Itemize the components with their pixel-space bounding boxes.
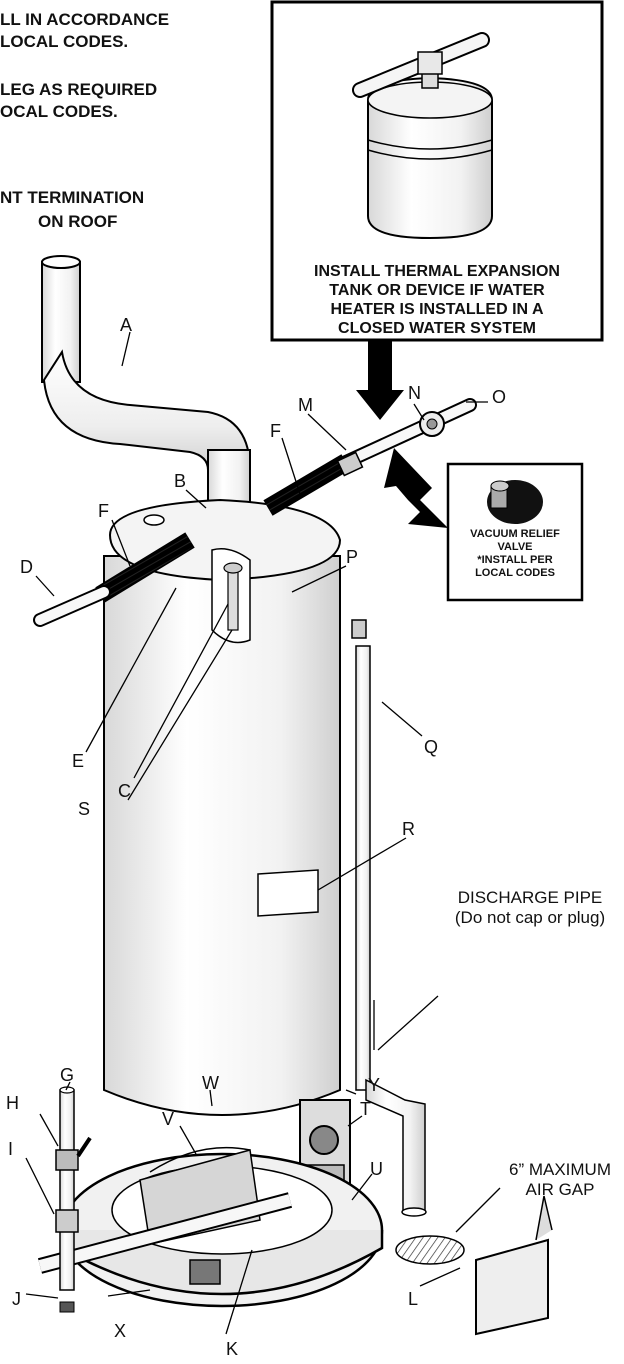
- label-m: M: [298, 395, 313, 415]
- label-v: V: [162, 1109, 175, 1129]
- label-o: O: [492, 387, 507, 407]
- note-line-2: LOCAL CODES.: [0, 32, 129, 51]
- label-d: D: [20, 557, 33, 577]
- label-t: T: [360, 1099, 371, 1119]
- vacuum-relief-caption: VACUUM RELIEF VALVE *INSTALL PER LOCAL C…: [450, 528, 580, 580]
- label-h: H: [6, 1093, 19, 1113]
- note-line-4: OCAL CODES.: [0, 102, 118, 121]
- label-s: S: [78, 799, 91, 819]
- label-k: K: [226, 1339, 239, 1359]
- label-r: R: [402, 819, 415, 839]
- label-e: E: [72, 751, 85, 771]
- label-q: Q: [424, 737, 439, 757]
- drain-pan: [37, 1146, 384, 1308]
- inset-arrow: [356, 340, 404, 420]
- label-l: L: [408, 1289, 419, 1309]
- label-y: Y: [368, 1075, 381, 1095]
- note-line-1: LL IN ACCORDANCE: [0, 10, 170, 29]
- label-a: A: [120, 315, 133, 335]
- note-line-6: ON ROOF: [38, 212, 118, 231]
- caption-line: TANK OR DEVICE IF WATER: [329, 282, 545, 299]
- label-x: X: [114, 1321, 127, 1341]
- air-gap-label: 6” MAXIMUM AIR GAP: [496, 1160, 624, 1200]
- label-b: B: [174, 471, 187, 491]
- discharge-line-1: DISCHARGE PIPE: [457, 888, 603, 907]
- label-c: C: [118, 781, 131, 801]
- caption-line: INSTALL THERMAL EXPANSION: [314, 263, 560, 280]
- note-line-5: NT TERMINATION: [0, 188, 145, 207]
- water-heater-tank: [103, 498, 342, 1116]
- discharge-pipe-label: DISCHARGE PIPE (Do not cap or plug): [440, 888, 620, 928]
- discharge-pipe: [351, 619, 465, 1265]
- bracket-part: [475, 1195, 553, 1336]
- vacuum-arrow: [384, 448, 448, 528]
- expansion-tank-inset: [270, 0, 604, 342]
- caption-line: LOCAL CODES: [475, 567, 555, 579]
- vacuum-relief-inset: [446, 462, 584, 602]
- leader-lines: [25, 331, 501, 1335]
- air-gap-line-2: AIR GAP: [525, 1180, 595, 1199]
- caption-line: CLOSED WATER SYSTEM: [338, 320, 536, 337]
- label-j: J: [12, 1289, 21, 1309]
- note-line-3: LEG AS REQUIRED: [0, 80, 158, 99]
- expansion-tank-caption: INSTALL THERMAL EXPANSION TANK OR DEVICE…: [278, 262, 596, 338]
- caption-line: VALVE: [497, 541, 533, 553]
- label-u: U: [370, 1159, 383, 1179]
- vent-pipe: [41, 255, 256, 529]
- label-w: W: [202, 1073, 219, 1093]
- label-g: G: [60, 1065, 75, 1085]
- label-p: P: [346, 547, 359, 567]
- label-i: I: [8, 1139, 14, 1159]
- label-f-right: F: [270, 421, 281, 441]
- label-f-left: F: [98, 501, 109, 521]
- label-n: N: [408, 383, 421, 403]
- caption-line: *INSTALL PER: [477, 554, 553, 566]
- caption-line: VACUUM RELIEF: [470, 528, 560, 540]
- flex-connectors: [95, 454, 351, 603]
- discharge-line-2: (Do not cap or plug): [454, 908, 606, 927]
- supply-pipes: [33, 398, 477, 627]
- air-gap-line-1: 6” MAXIMUM: [509, 1160, 611, 1179]
- cold-water-inlet: [55, 1086, 92, 1313]
- caption-line: HEATER IS INSTALLED IN A: [330, 301, 544, 318]
